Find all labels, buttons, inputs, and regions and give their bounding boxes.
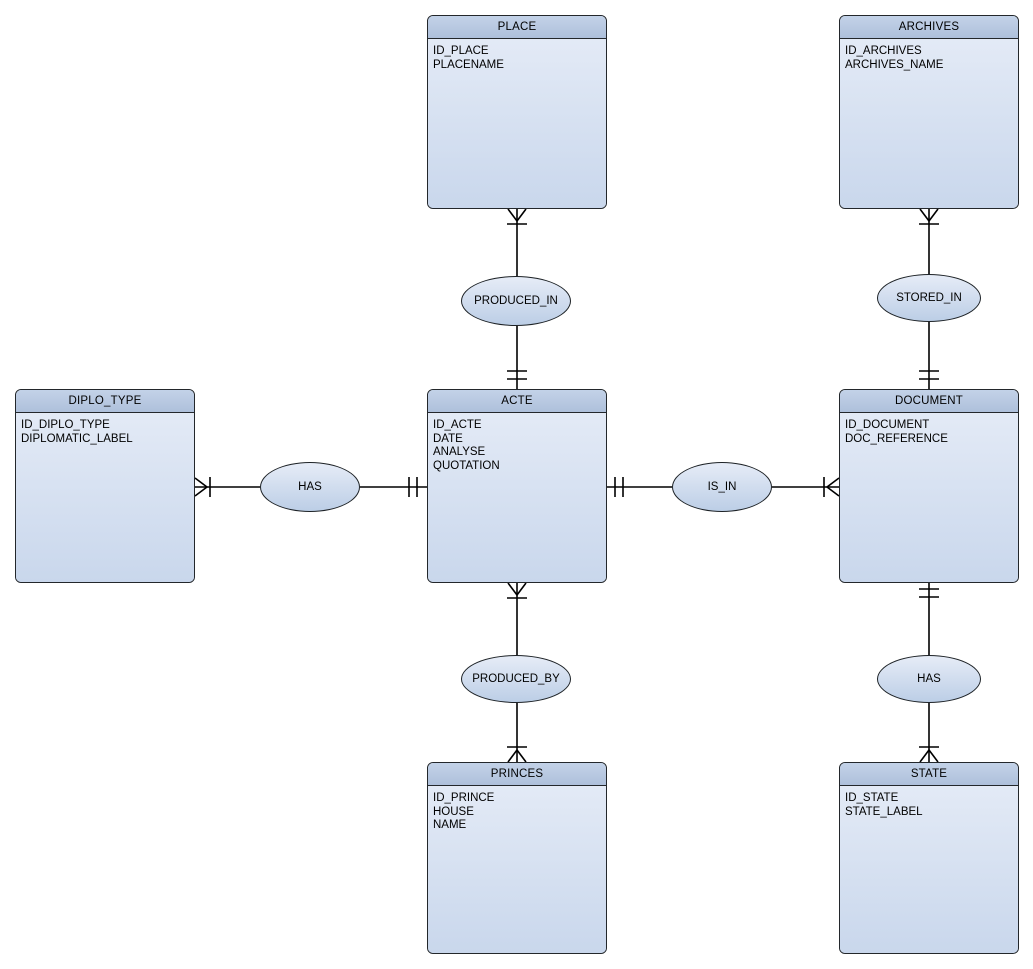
entity-state[interactable]: STATE ID_STATE STATE_LABEL	[839, 762, 1019, 954]
attribute: ID_ACTE	[433, 419, 482, 431]
connector-document-has-state	[919, 583, 939, 655]
entity-title: DOCUMENT	[840, 390, 1018, 413]
attribute: ARCHIVES_NAME	[845, 58, 944, 71]
entity-attributes: ID_STATE STATE_LABEL	[840, 786, 1018, 953]
relationship-has-diplo-type[interactable]: HAS	[260, 462, 360, 512]
attribute: DOC_REFERENCE	[845, 432, 948, 445]
attribute: ID_PRINCE	[433, 792, 495, 804]
attribute: DIPLOMATIC_LABEL	[21, 432, 133, 445]
relationship-stored-in[interactable]: STORED_IN	[877, 274, 981, 322]
connector-place-produced-in	[507, 208, 527, 276]
connector-acte-produced-by	[507, 582, 527, 655]
entity-title: PLACE	[428, 16, 606, 39]
entity-attributes: ID_PLACE PLACENAME	[428, 39, 606, 208]
entity-attributes: ID_DOCUMENT DOC_REFERENCE	[840, 413, 1018, 582]
attribute: ANALYSE	[433, 446, 486, 459]
entity-title: PRINCES	[428, 763, 606, 786]
connector-diplo-type-has	[194, 477, 260, 497]
connector-produced-in-acte	[507, 326, 527, 389]
attribute: NAME	[433, 819, 467, 832]
attribute: ID_DOCUMENT	[845, 419, 930, 431]
entity-attributes: ID_ARCHIVES ARCHIVES_NAME	[840, 39, 1018, 208]
entity-attributes: ID_ACTE DATE ANALYSE QUOTATION	[428, 413, 606, 582]
relationship-produced-in[interactable]: PRODUCED_IN	[461, 276, 571, 326]
connector-produced-by-princes	[507, 703, 527, 763]
entity-title: STATE	[840, 763, 1018, 786]
connector-has-state-state	[919, 703, 939, 763]
relationship-produced-by[interactable]: PRODUCED_BY	[461, 655, 571, 703]
entity-title: ARCHIVES	[840, 16, 1018, 39]
relationship-is-in[interactable]: IS_IN	[672, 462, 772, 512]
attribute: ID_ARCHIVES	[845, 45, 922, 57]
entity-attributes: ID_PRINCE HOUSE NAME	[428, 786, 606, 953]
connector-is-in-document	[772, 477, 840, 497]
connector-stored-in-document	[919, 322, 939, 389]
attribute: DATE	[433, 432, 463, 445]
entity-place[interactable]: PLACE ID_PLACE PLACENAME	[427, 15, 607, 209]
entity-diplo-type[interactable]: DIPLO_TYPE ID_DIPLO_TYPE DIPLOMATIC_LABE…	[15, 389, 195, 583]
entity-title: DIPLO_TYPE	[16, 390, 194, 413]
entity-princes[interactable]: PRINCES ID_PRINCE HOUSE NAME	[427, 762, 607, 954]
attribute: HOUSE	[433, 805, 474, 818]
entity-title: ACTE	[428, 390, 606, 413]
attribute: QUOTATION	[433, 459, 500, 472]
attribute: PLACENAME	[433, 58, 504, 71]
entity-archives[interactable]: ARCHIVES ID_ARCHIVES ARCHIVES_NAME	[839, 15, 1019, 209]
entity-acte[interactable]: ACTE ID_ACTE DATE ANALYSE QUOTATION	[427, 389, 607, 583]
relationship-has-state[interactable]: HAS	[877, 655, 981, 703]
entity-attributes: ID_DIPLO_TYPE DIPLOMATIC_LABEL	[16, 413, 194, 582]
connector-has-acte	[360, 477, 427, 497]
attribute: ID_DIPLO_TYPE	[21, 419, 110, 431]
entity-document[interactable]: DOCUMENT ID_DOCUMENT DOC_REFERENCE	[839, 389, 1019, 583]
attribute: ID_STATE	[845, 792, 899, 804]
connector-archives-stored-in	[919, 208, 939, 274]
connector-acte-is-in	[607, 477, 672, 497]
attribute: STATE_LABEL	[845, 805, 923, 818]
attribute: ID_PLACE	[433, 45, 489, 57]
